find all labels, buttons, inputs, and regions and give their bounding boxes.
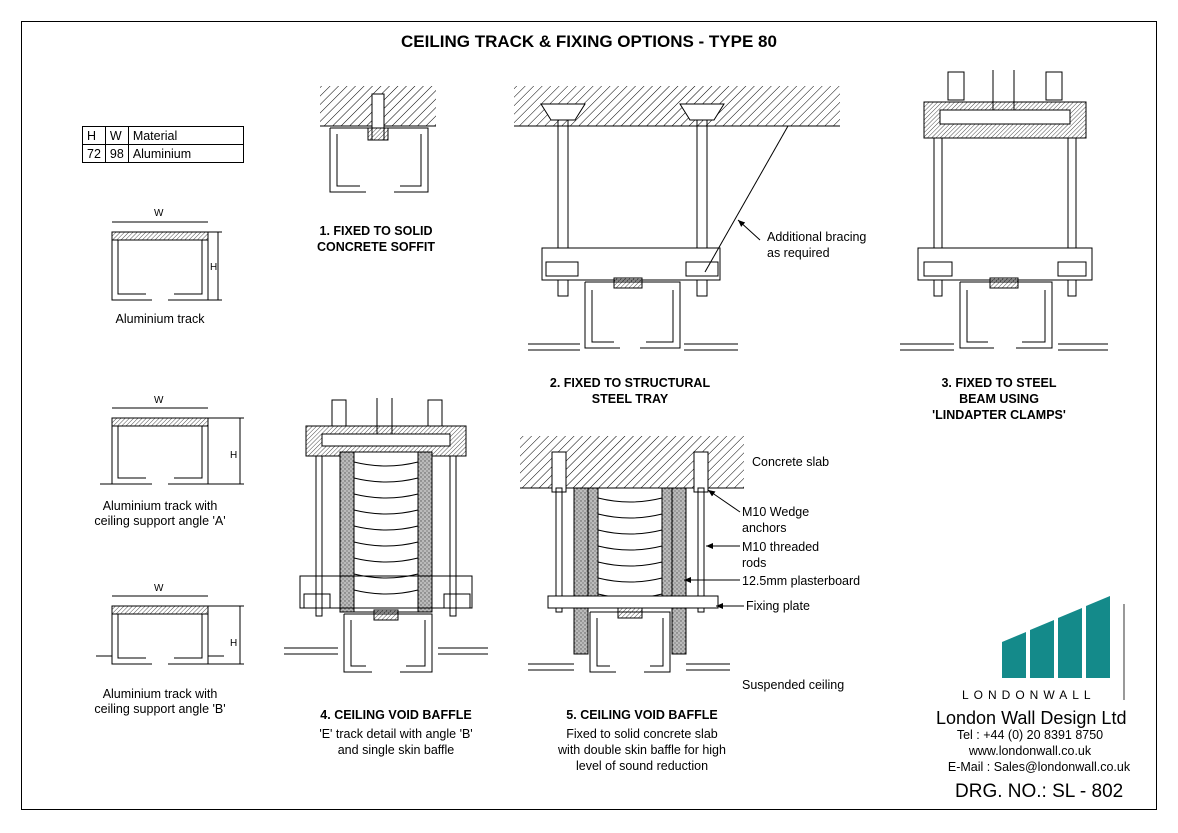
drawing-number: DRG. NO.: SL - 802 xyxy=(955,781,1124,802)
spec-header-material: Material xyxy=(127,126,244,145)
spec-table-header-row: H W Material xyxy=(82,126,244,145)
detail-5-caption-line-1: Fixed to solid concrete slab xyxy=(566,727,718,741)
detail-5-caption-line-2: with double skin baffle for high xyxy=(558,743,726,757)
detail-4-drawing xyxy=(284,398,488,673)
spec-table-row: 72 98 Aluminium xyxy=(82,144,244,163)
detail-3-drawing xyxy=(900,70,1108,351)
detail-2-title-line-2: STEEL TRAY xyxy=(591,392,669,406)
profile-1-h-label: H xyxy=(210,262,218,273)
profile-3-h-label: H xyxy=(230,638,238,649)
detail-1-title-line-2: CONCRETE SOFFIT xyxy=(316,240,436,254)
profile-2-caption-line-2: ceiling support angle 'A' xyxy=(94,514,226,528)
detail-3-title-line-3: 'LINDAPTER CLAMPS' xyxy=(932,408,1066,422)
profile-aluminium-track xyxy=(111,221,222,301)
callout-wedge-anchors-line-1: M10 Wedge xyxy=(742,505,810,519)
spec-value-material: Aluminium xyxy=(127,144,244,163)
profile-1-caption: Aluminium track xyxy=(115,312,205,326)
detail-5-drawing xyxy=(520,436,744,673)
callout-threaded-rods-line-1: M10 threaded xyxy=(742,540,820,554)
detail-4-title: 4. CEILING VOID BAFFLE xyxy=(320,708,472,722)
detail-5-caption-line-3: level of sound reduction xyxy=(575,759,709,773)
company-email: E-Mail : Sales@londonwall.co.uk xyxy=(947,760,1131,774)
detail-5-title: 5. CEILING VOID BAFFLE xyxy=(566,708,718,722)
spec-table: H W Material 72 98 Aluminium xyxy=(82,126,244,163)
callout-threaded-rods-line-2: rods xyxy=(742,556,767,570)
spec-value-w: 98 xyxy=(104,144,129,163)
callout-plasterboard: 12.5mm plasterboard xyxy=(742,574,861,588)
company-name: London Wall Design Ltd xyxy=(936,708,1127,728)
detail-4-caption-line-2: and single skin baffle xyxy=(337,743,455,757)
drawing-frame xyxy=(21,21,1157,810)
profile-track-angle-a xyxy=(100,407,244,485)
logo-wordmark: LONDONWALL xyxy=(962,688,1096,702)
profile-2-caption-line-1: Aluminium track with xyxy=(102,499,218,513)
callout-bracing-line-2: as required xyxy=(767,246,830,260)
detail-2-title-line-1: 2. FIXED TO STRUCTURAL xyxy=(549,376,711,390)
callout-bracing-line-1: Additional bracing xyxy=(767,230,867,244)
profile-2-h-label: H xyxy=(230,450,238,461)
callout-concrete-slab: Concrete slab xyxy=(752,455,830,469)
profile-3-caption-line-2: ceiling support angle 'B' xyxy=(94,702,226,716)
detail-2-drawing xyxy=(514,86,840,351)
callout-wedge-anchors-line-2: anchors xyxy=(742,521,787,535)
profile-3-caption-line-1: Aluminium track with xyxy=(102,687,218,701)
detail-4-caption-line-1: 'E' track detail with angle 'B' xyxy=(319,727,473,741)
company-website: www.londonwall.co.uk xyxy=(968,744,1092,758)
profile-2-w-label: W xyxy=(154,395,164,406)
detail-1-title-line-1: 1. FIXED TO SOLID xyxy=(319,224,433,238)
profile-1-w-label: W xyxy=(154,208,164,219)
callout-fixing-plate: Fixing plate xyxy=(746,599,810,613)
callout-suspended-ceiling: Suspended ceiling xyxy=(742,678,845,692)
profile-track-angle-b xyxy=(96,595,244,665)
company-telephone: Tel : +44 (0) 20 8391 8750 xyxy=(956,728,1104,742)
drawing-title: CEILING TRACK & FIXING OPTIONS - TYPE 80 xyxy=(401,32,777,51)
profile-3-w-label: W xyxy=(154,583,164,594)
detail-1-drawing xyxy=(320,86,436,193)
detail-3-title-line-2: BEAM USING xyxy=(959,392,1039,406)
spec-value-h: 72 xyxy=(82,144,106,163)
detail-3-title-line-1: 3. FIXED TO STEEL xyxy=(941,376,1057,390)
londonwall-logo-mark xyxy=(1002,596,1125,700)
